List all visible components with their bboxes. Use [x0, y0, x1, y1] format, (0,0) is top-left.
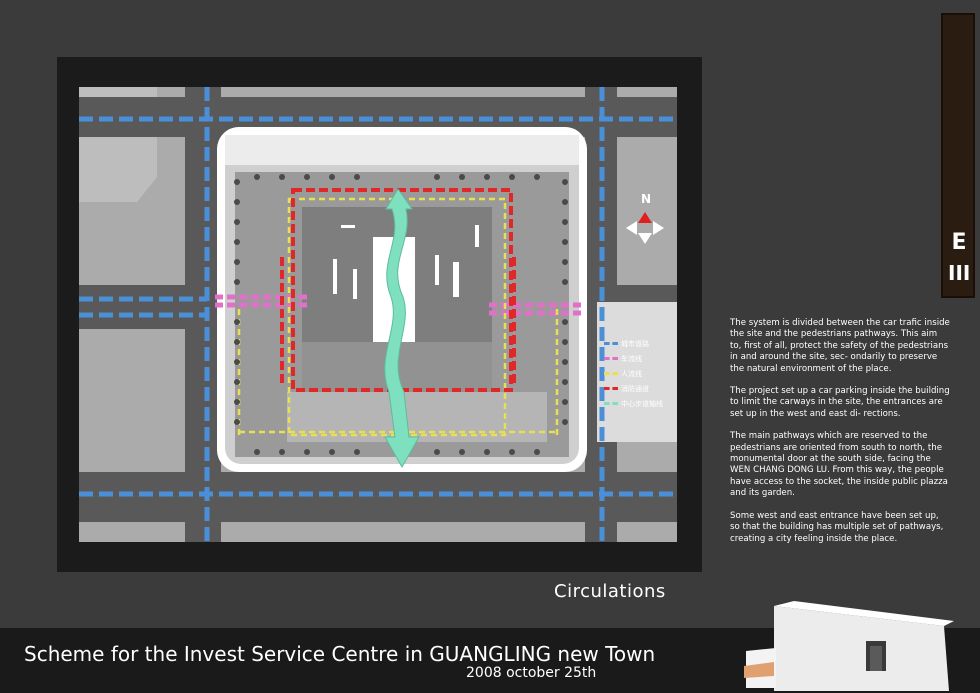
legend-label: 中心步道轴线 — [621, 399, 663, 408]
description-paragraph: Some west and east entrance have been se… — [730, 510, 944, 544]
site-plan — [79, 87, 677, 542]
legend-label: 人流线 — [621, 369, 642, 378]
legend-item-car-flow: 车流线 — [604, 351, 694, 366]
trees — [234, 174, 568, 455]
side-badge-numeral: III — [948, 261, 971, 285]
legend-item-fire-lane: 消防通道 — [604, 381, 694, 396]
legend: 城市道路 车流线 人流线 消防通道 中心步道轴线 — [604, 336, 694, 411]
north-strip — [225, 135, 579, 165]
legend-label: 消防通道 — [621, 384, 649, 393]
dashed-line-icon — [604, 387, 618, 390]
site-plan-panel — [57, 57, 702, 572]
legend-label: 车流线 — [621, 354, 642, 363]
legend-item-central-axis: 中心步道轴线 — [604, 396, 694, 411]
central-axis — [384, 188, 420, 469]
dashed-line-icon — [604, 357, 618, 360]
north-arrow-icon: N — [626, 192, 664, 244]
dashed-line-icon — [604, 342, 618, 345]
building-model-picture — [744, 601, 954, 691]
roof-marks — [333, 225, 479, 299]
dashed-line-icon — [604, 372, 618, 375]
compass-label: N — [641, 192, 651, 206]
side-badge — [941, 13, 975, 298]
arrow-line-icon — [604, 402, 618, 405]
legend-label: 城市道路 — [621, 339, 649, 348]
side-badge-letter: E — [951, 230, 967, 255]
legend-item-people-flow: 人流线 — [604, 366, 694, 381]
description: The system is divided between the car tr… — [730, 318, 950, 556]
south-parking — [287, 392, 547, 442]
section-title: Circulations — [554, 581, 666, 602]
page-date: 2008 october 25th — [466, 665, 597, 681]
page-title: Scheme for the Invest Service Centre in … — [24, 642, 656, 666]
city-road-lines — [79, 87, 677, 542]
description-paragraph: The system is divided between the car tr… — [730, 318, 950, 374]
legend-item-city-road: 城市道路 — [604, 336, 694, 351]
description-paragraph: The main pathways which are reserved to … — [730, 431, 948, 499]
description-paragraph: The project set up a car parking inside … — [730, 386, 950, 419]
